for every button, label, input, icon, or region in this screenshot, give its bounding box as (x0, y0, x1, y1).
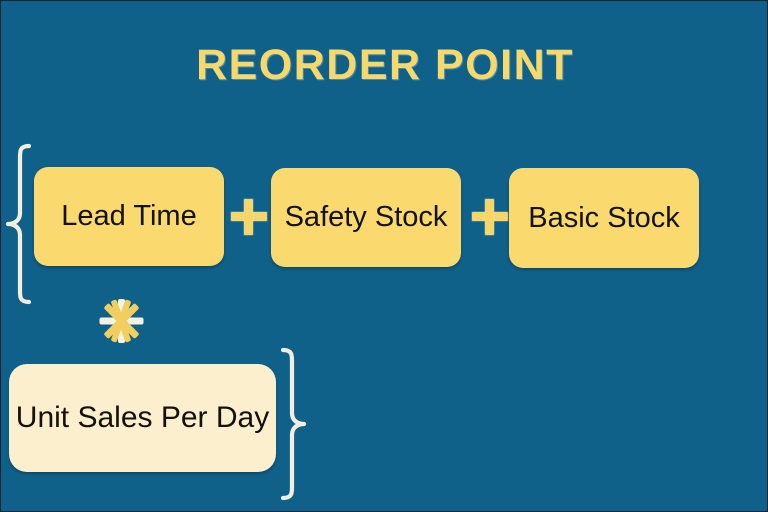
term-box-unit-sales-per-day[interactable]: Unit Sales Per Day (9, 364, 276, 472)
term-box-safety-stock[interactable]: Safety Stock (271, 168, 461, 267)
term-box-lead-time[interactable]: Lead Time (34, 167, 224, 266)
plus-operator-icon-2 (472, 199, 508, 235)
asterisk-multiply-icon (97, 297, 145, 345)
right-curly-brace-icon (279, 347, 307, 501)
term-label-unit-sales-per-day: Unit Sales Per Day (15, 401, 270, 434)
term-box-basic-stock[interactable]: Basic Stock (509, 168, 699, 268)
term-label-lead-time: Lead Time (61, 200, 197, 232)
left-curly-brace-icon (3, 143, 33, 305)
term-label-safety-stock: Safety Stock (284, 201, 448, 233)
plus-operator-icon-1 (231, 199, 267, 235)
term-label-basic-stock: Basic Stock (528, 201, 680, 234)
page-title: REORDER POINT (196, 41, 574, 89)
